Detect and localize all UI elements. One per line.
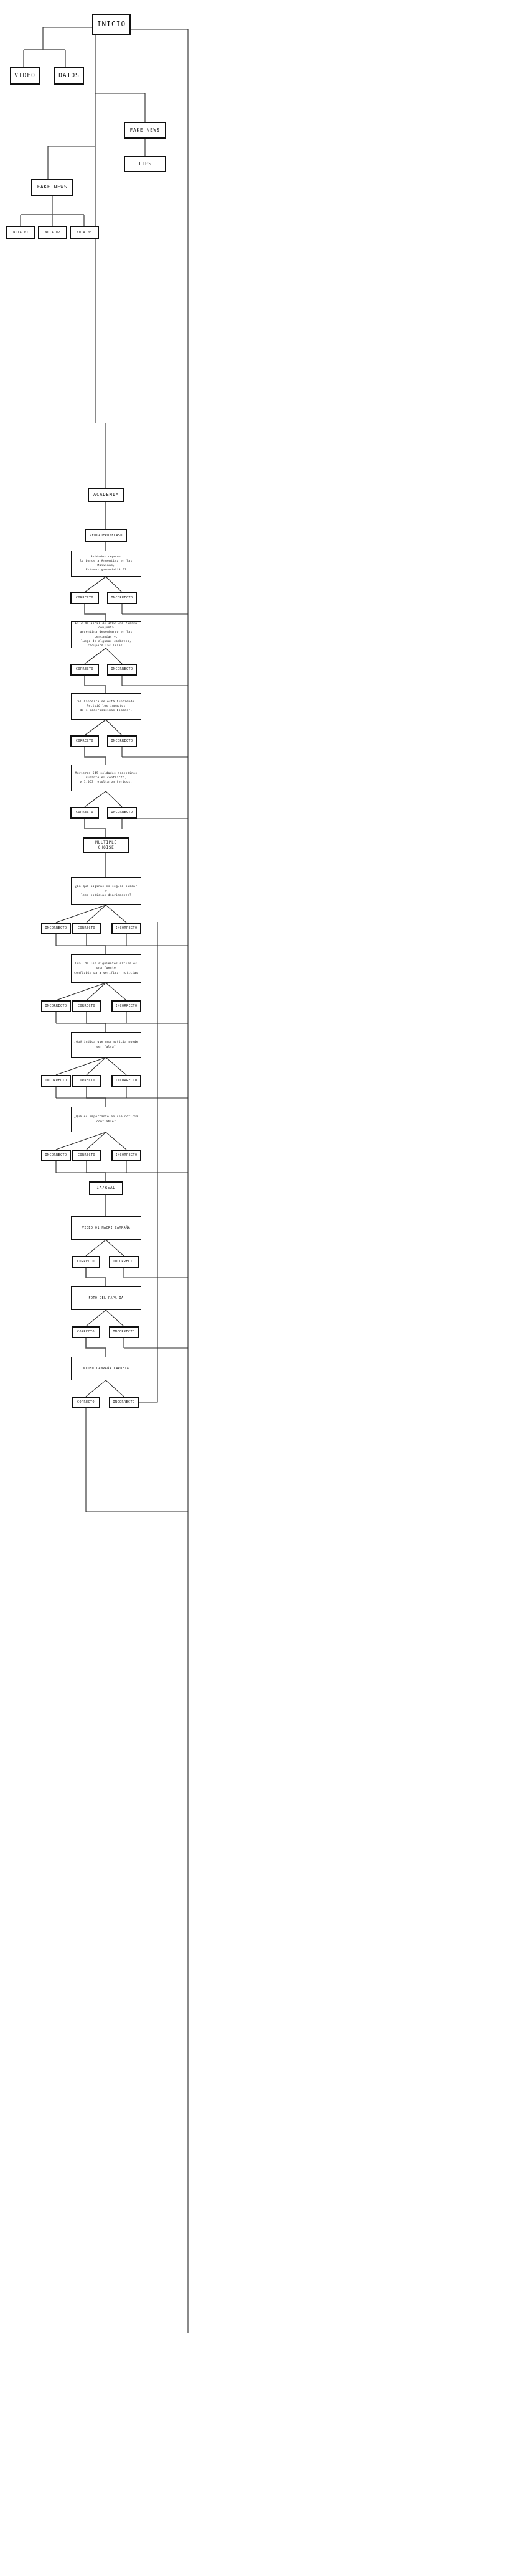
node-inicio[interactable]: INICIO: [92, 14, 131, 35]
answer-tf4-correcto[interactable]: CORRECTO: [70, 807, 99, 819]
answer-ia3-incorrecto[interactable]: INCORRECTO: [109, 1397, 139, 1408]
answer-tf1-incorrecto[interactable]: INCORRECTO: [107, 592, 137, 604]
answer-mc2-incorrecto-left[interactable]: INCORRECTO: [41, 1000, 71, 1012]
question-tf4: Murieron 649 soldados argentinos durante…: [71, 765, 141, 791]
answer-mc1-correcto[interactable]: CORRECTO: [72, 923, 101, 934]
question-mc1: ¿En qué páginas es seguro buscar y leer …: [71, 877, 141, 905]
answer-ia1-correcto[interactable]: CORRECTO: [72, 1256, 100, 1268]
answer-ia1-incorrecto[interactable]: INCORRECTO: [109, 1256, 139, 1268]
answer-mc3-incorrecto-left[interactable]: INCORRECTO: [41, 1075, 71, 1087]
answer-ia2-incorrecto[interactable]: INCORRECTO: [109, 1326, 139, 1338]
answer-mc3-incorrecto-right[interactable]: INCORRECTO: [111, 1075, 141, 1087]
answer-mc4-incorrecto-left[interactable]: INCORRECTO: [41, 1150, 71, 1161]
answer-tf3-incorrecto[interactable]: INCORRECTO: [107, 735, 137, 747]
node-ia-real[interactable]: IA/REAL: [89, 1181, 123, 1195]
question-mc4: ¿Qué es importante en una noticia confia…: [71, 1107, 141, 1132]
answer-mc1-incorrecto-right[interactable]: INCORRECTO: [111, 923, 141, 934]
question-tf3: "El Canberra se está hundiendo. Recibió …: [71, 693, 141, 720]
answer-mc1-incorrecto-left[interactable]: INCORRECTO: [41, 923, 71, 934]
node-fake-news-right[interactable]: FAKE NEWS: [124, 122, 166, 139]
node-multiple-choise[interactable]: MULTIPLE CHOISE: [83, 837, 129, 853]
question-tf1: Soldados reponen la bandera Argentina en…: [71, 551, 141, 577]
answer-ia3-correcto[interactable]: CORRECTO: [72, 1397, 100, 1408]
answer-mc2-correcto[interactable]: CORRECTO: [72, 1000, 101, 1012]
node-nota-02[interactable]: NOTA 02: [38, 226, 67, 239]
answer-mc2-incorrecto-right[interactable]: INCORRECTO: [111, 1000, 141, 1012]
node-datos[interactable]: DATOS: [54, 67, 84, 85]
question-mc3: ¿Qué indica que una noticia puede ser fa…: [71, 1032, 141, 1058]
answer-tf3-correcto[interactable]: CORRECTO: [70, 735, 99, 747]
question-mc2: Cuál de los siguientes sitios es una fue…: [71, 954, 141, 983]
answer-mc4-incorrecto-right[interactable]: INCORRECTO: [111, 1150, 141, 1161]
answer-tf2-incorrecto[interactable]: INCORRECTO: [107, 664, 137, 676]
answer-ia2-correcto[interactable]: CORRECTO: [72, 1326, 100, 1338]
node-verdadero-falso[interactable]: VERDADERO/FLASO: [85, 529, 127, 542]
node-nota-03[interactable]: NOTA 03: [70, 226, 99, 239]
node-academia[interactable]: ACADEMIA: [88, 488, 124, 502]
node-nota-01[interactable]: NOTA 01: [6, 226, 35, 239]
node-video[interactable]: VIDEO: [10, 67, 40, 85]
node-fake-news-left[interactable]: FAKE NEWS: [31, 179, 73, 196]
media-video-01-macri: VIDEO 01 MACRI CAMPAÑA: [71, 1216, 141, 1240]
answer-mc4-correcto[interactable]: CORRECTO: [72, 1150, 101, 1161]
node-tips[interactable]: TIPS: [124, 156, 166, 172]
question-tf2: El 2 de abril de 1982 una fuerza conjunt…: [71, 621, 141, 648]
answer-tf1-correcto[interactable]: CORRECTO: [70, 592, 99, 604]
answer-tf2-correcto[interactable]: CORRECTO: [70, 664, 99, 676]
answer-tf4-incorrecto[interactable]: INCORRECTO: [107, 807, 137, 819]
media-video-campana-larreta: VIDEO CAMPAÑA LARRETA: [71, 1357, 141, 1380]
media-foto-papa-ia: FOTO DEL PAPA IA: [71, 1286, 141, 1310]
answer-mc3-correcto[interactable]: CORRECTO: [72, 1075, 101, 1087]
